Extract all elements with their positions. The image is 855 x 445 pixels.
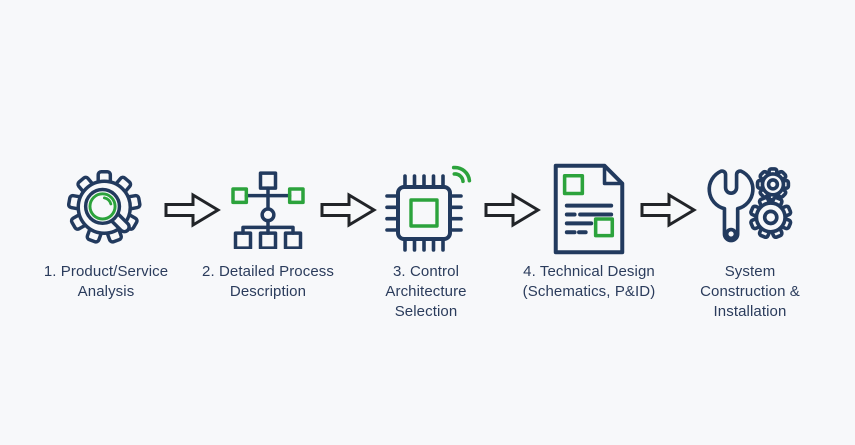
step-product-service-analysis: 1. Product/Service Analysis [26, 158, 186, 302]
step-system-construction-installation: System Construction & Installation [670, 158, 830, 321]
step-label: System Construction & Installation [700, 263, 800, 320]
step-icon-box [538, 158, 640, 260]
gear-magnifier-icon [67, 170, 142, 244]
document-schematic-icon [553, 163, 625, 255]
flow-arrow-icon [164, 192, 221, 228]
microchip-wifi-icon [385, 165, 472, 252]
step-label: 1. Product/Service Analysis [43, 263, 169, 300]
step-label: 4. Technical Design (Schematics, P&ID) [522, 263, 656, 300]
flow-arrow-icon [484, 192, 541, 228]
step-detailed-process-description: 2. Detailed Process Description [188, 158, 348, 302]
step-icon-box [228, 158, 308, 260]
step-icon-box [704, 158, 796, 260]
step-icon-box [378, 158, 474, 260]
step-label: 2. Detailed Process Description [202, 263, 334, 300]
step-icon-box [67, 158, 145, 260]
step-label: 3. Control Architecture Selection [385, 263, 467, 320]
step-technical-design: 4. Technical Design (Schematics, P&ID) [509, 158, 669, 302]
flow-arrow-icon [640, 192, 697, 228]
flow-arrow-icon [320, 192, 377, 228]
wrench-gears-icon [707, 167, 793, 243]
hierarchy-tree-icon [231, 171, 305, 249]
step-control-architecture-selection: 3. Control Architecture Selection [346, 158, 506, 321]
